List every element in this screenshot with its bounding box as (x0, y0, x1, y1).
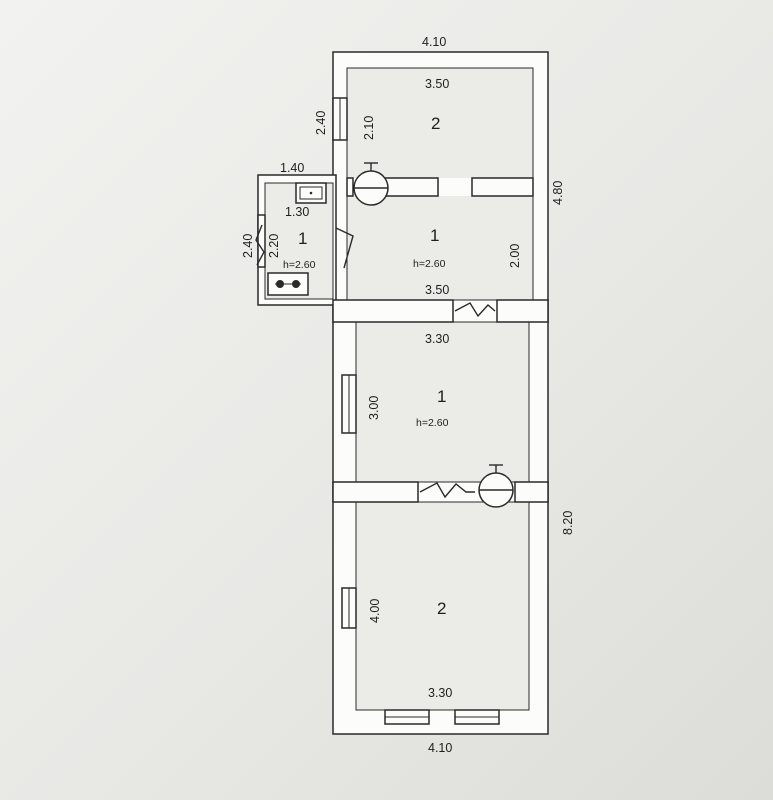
dim-annex-width: 1.40 (280, 161, 304, 175)
dimension-labels: 4.10 3.50 2.40 2.10 4.80 8.20 1.40 1.30 … (241, 35, 575, 755)
dim-room2-window: 2.40 (314, 111, 328, 135)
dim-lower-depth: 4.00 (368, 599, 382, 623)
partition-upper (346, 177, 534, 197)
dim-annex-depth: 2.20 (267, 234, 281, 258)
room-height-annex: h=2.60 (283, 259, 316, 271)
stove-lower (478, 464, 514, 508)
dim-hall-bottom: 3.50 (425, 283, 449, 297)
dim-hall-depth: 2.00 (508, 244, 522, 268)
room-height-hall: h=2.60 (413, 258, 446, 270)
annex-fixtures (255, 182, 354, 296)
dim-bottom-width: 4.10 (428, 741, 452, 755)
dim-room2-top: 3.50 (425, 77, 449, 91)
room-labels: 2 1 h=2.60 1 h=2.60 1 h=2.60 2 (283, 114, 449, 618)
dim-middle-top: 3.30 (425, 332, 449, 346)
room-label-hall: 1 (430, 226, 439, 245)
room-interiors (264, 67, 534, 711)
room-label-lower: 2 (437, 599, 446, 618)
dim-lower-inner: 3.30 (428, 686, 452, 700)
partition-hall-middle (332, 299, 549, 323)
room-label-annex: 1 (298, 229, 307, 248)
dim-room2-depth: 2.10 (362, 116, 376, 140)
dim-middle-depth: 3.00 (367, 396, 381, 420)
partition-middle-lower (332, 481, 549, 503)
dim-right-upper: 4.80 (551, 181, 565, 205)
dim-annex-inner: 1.30 (285, 205, 309, 219)
room-label-upper: 2 (431, 114, 440, 133)
dim-annex-window: 2.40 (241, 234, 255, 258)
windows (257, 97, 500, 725)
dim-top-width: 4.10 (422, 35, 446, 49)
room-height-middle: h=2.60 (416, 417, 449, 429)
stove-upper (353, 162, 389, 206)
dim-right-lower: 8.20 (561, 511, 575, 535)
room-label-middle: 1 (437, 387, 446, 406)
